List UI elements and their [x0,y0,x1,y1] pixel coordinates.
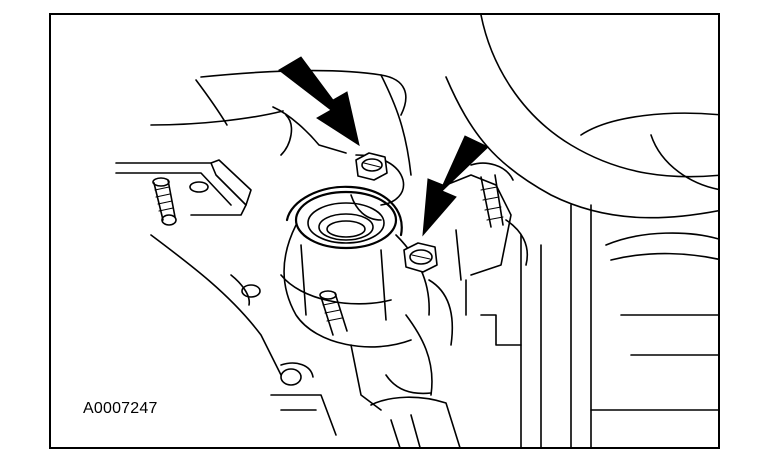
bearing-housing [280,185,453,411]
mounting-bracket [115,114,293,216]
upper-bolt [355,152,388,181]
background-housing [150,15,718,447]
right-arm [445,162,528,281]
illustration-frame: A0007247 [49,13,720,449]
lower-bolt [403,242,438,273]
mechanical-line-drawing [115,15,718,447]
figure-reference-code: A0007247 [83,400,158,417]
arrow-icon [422,135,489,237]
arrow-icon [278,56,360,147]
lower-features [150,234,718,447]
left-stud [152,177,177,226]
